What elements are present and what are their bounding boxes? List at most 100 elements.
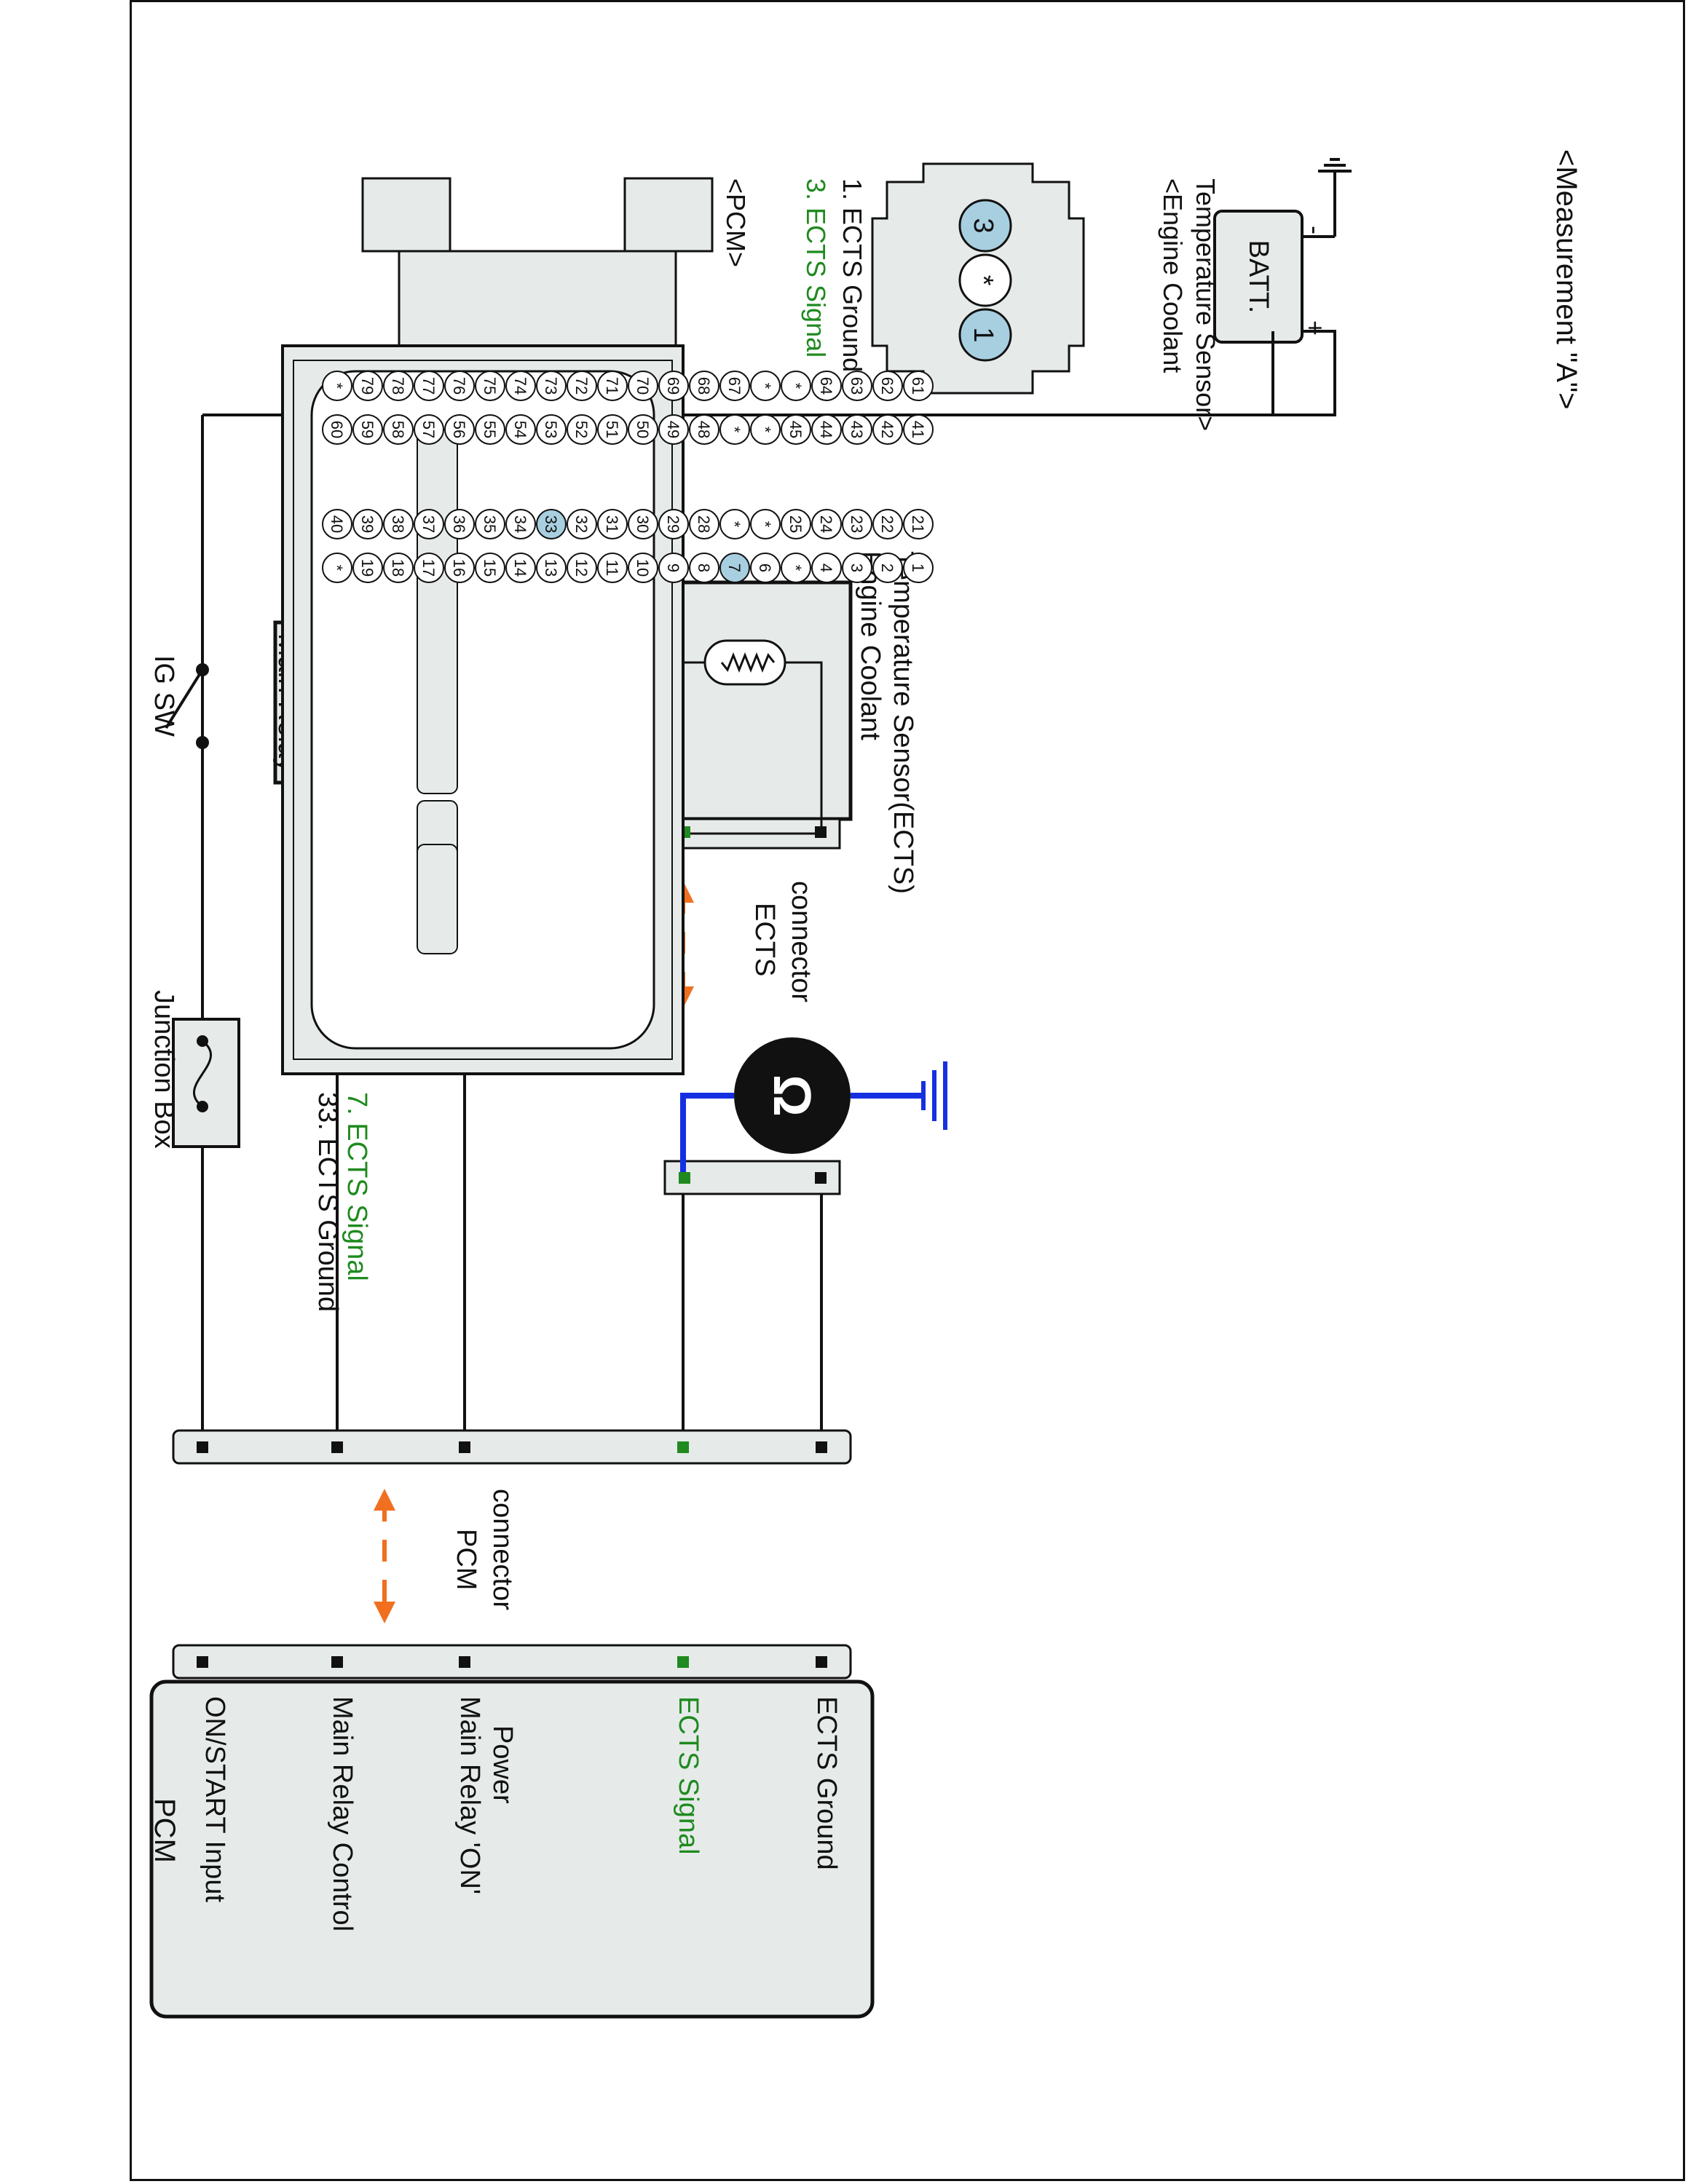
pcm-pin-label: * (725, 521, 744, 528)
pcm-pin-label: 73 (542, 377, 560, 395)
pcm-pin-label-3: ECTS Signal (673, 1696, 703, 1855)
pcm-pin-label: 4 (817, 563, 835, 572)
pcm-pin-label: 32 (572, 515, 591, 533)
pcm-pin-49 (658, 414, 689, 445)
pcm-pin-label: 50 (634, 421, 652, 438)
pcm-pin-67 (719, 371, 750, 401)
pcm-pin-label: 10 (634, 559, 652, 577)
pcm-pin-label: * (725, 427, 744, 433)
sensor-pin-0: 3 (968, 218, 998, 233)
pcm-pin-71 (597, 371, 628, 401)
sensor-legend-0: 1. ECTS Ground (837, 178, 867, 372)
pcm-pin-label: 18 (389, 559, 407, 577)
ig-switch: IG SW (149, 655, 209, 749)
pcm-pin-label: * (786, 383, 805, 389)
battery-label: BATT. (1243, 240, 1274, 314)
sensor-legend-1: 3. ECTS Signal (801, 178, 831, 357)
pcm-pin-34 (505, 509, 536, 539)
pcm-pin-37 (414, 509, 444, 539)
pcm-pin-label: 58 (389, 421, 407, 438)
battery: BATT. - + (1213, 210, 1330, 344)
pcm-pin-label: * (328, 565, 346, 571)
pcm-pin-label: 62 (878, 377, 896, 395)
sensor-pin-2: 1 (968, 327, 998, 342)
pcm-pin-19 (352, 553, 383, 583)
pcm-pin-* (750, 371, 781, 401)
pcm-pin-77 (414, 371, 444, 401)
pcm-pin-label: * (756, 521, 774, 528)
pcm-pin-1 (903, 553, 934, 583)
pcm-pin-label: 12 (572, 559, 591, 577)
pcm-pin-label: 68 (695, 377, 713, 395)
pcm-legend-0: 7. ECTS Signal (342, 1092, 372, 1281)
pcm-pin-50 (628, 414, 658, 445)
pcm-pin-label: 42 (878, 421, 896, 438)
ig-switch-label: IG SW (149, 655, 179, 737)
pcm-pin-label: 63 (848, 377, 866, 395)
pcm-pin-label: 78 (389, 377, 407, 395)
pcm-view-title: <PCM> (721, 178, 751, 267)
pcm-pin-label: 17 (419, 559, 438, 577)
svg-text:Ω: Ω (762, 1075, 821, 1117)
pcm-pin-label: 77 (419, 377, 438, 395)
pcm-pin-label: 43 (848, 421, 866, 438)
pcm-pin-label: 6 (756, 563, 774, 572)
pcm-pin-* (781, 371, 811, 401)
pcm-pin-23 (842, 509, 872, 539)
pcm-pin-label-0: ON/START Input (200, 1696, 230, 1902)
pcm-pin-53 (536, 414, 567, 445)
pcm-pin-57 (414, 414, 444, 445)
pcm-pin-62 (872, 371, 903, 401)
pcm-pin-label: 2 (878, 563, 896, 572)
pcm-pin-36 (444, 509, 475, 539)
pcm-pin-label-4: ECTS Ground (811, 1696, 842, 1870)
pcm-pin-24 (811, 509, 842, 539)
pcm-pin-label: 11 (603, 560, 621, 577)
pcm-pin-label: 34 (511, 515, 529, 533)
pcm-pin-label: 70 (634, 377, 652, 395)
pcm-pin-38 (383, 509, 414, 539)
pcm-pin-6 (750, 553, 781, 583)
ects-connector-label-1: ECTS (749, 903, 780, 976)
pcm-pin-* (719, 509, 750, 539)
ohmmeter-icon (734, 1037, 851, 1154)
pcm-pin-label: 72 (572, 377, 591, 395)
pcm-pin-label: 48 (695, 421, 713, 438)
pcm-pin-label: 1 (909, 563, 927, 572)
pcm-pin-69 (658, 371, 689, 401)
pcm-pin-label: 51 (603, 421, 621, 438)
pcm-pin-label: 9 (664, 563, 682, 572)
pcm-pin-13 (536, 553, 567, 583)
pcm-pin-79 (352, 371, 383, 401)
ects-connector-label-2: connector (786, 881, 816, 1002)
pcm-pin-78 (383, 371, 414, 401)
pcm-connector-label-1: PCM (451, 1529, 481, 1590)
pcm-pin-31 (597, 509, 628, 539)
pcm-pin-12 (567, 553, 597, 583)
pcm-pin-68 (689, 371, 719, 401)
pcm-pin-label: 36 (450, 515, 468, 533)
pcm-pin-72 (567, 371, 597, 401)
pcm-pin-label: 23 (848, 515, 866, 533)
pcm-pin-18 (383, 553, 414, 583)
pcm-pin-15 (475, 553, 505, 583)
pcm-pin-label: 7 (725, 563, 744, 572)
pcm-pin-label: 13 (542, 559, 560, 577)
pcm-pin-label: 37 (419, 515, 438, 533)
pcm-pin-51 (597, 414, 628, 445)
pcm-pin-21 (903, 509, 934, 539)
battery-pos: + (1301, 320, 1330, 336)
battery-ground-icon (1302, 158, 1352, 238)
pcm-pin-16 (444, 553, 475, 583)
pcm-pin-30 (628, 509, 658, 539)
pcm-pin-22 (872, 509, 903, 539)
sensor-view-title-2: Temperature Sensor> (1191, 178, 1220, 431)
pcm-pin-label: 8 (695, 563, 713, 572)
pcm-pin-label: 35 (481, 515, 499, 533)
pcm-pin-label: 64 (817, 377, 835, 395)
ects-sensor-label-2: Temperature Sensor(ECTS) (888, 551, 918, 894)
